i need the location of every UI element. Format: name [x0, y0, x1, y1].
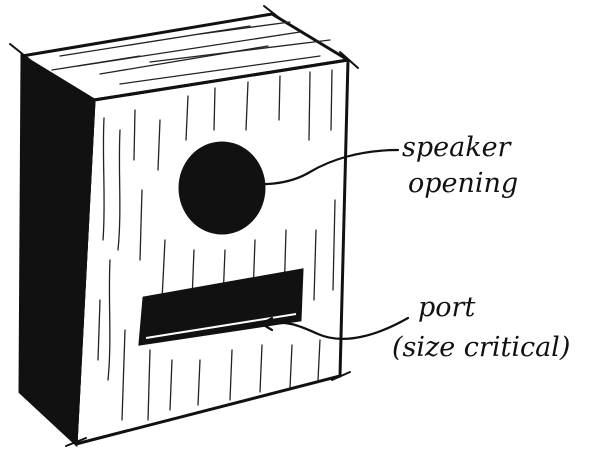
cabinet-front-panel: [74, 58, 350, 446]
port-leader: [260, 316, 410, 340]
port-label-line2: (size critical): [392, 332, 570, 363]
cabinet-side-panel: [18, 53, 96, 448]
speaker-opening-leader: [226, 148, 400, 188]
port-label: port (size critical): [392, 292, 570, 363]
port-label-line1: port: [418, 292, 475, 323]
speaker-opening-label-line2: opening: [408, 168, 518, 199]
speaker-opening-label: speaker opening: [402, 132, 518, 199]
port-slot: [138, 268, 304, 346]
speaker-opening: [178, 141, 266, 238]
speaker-opening-label-line1: speaker: [402, 132, 513, 163]
cabinet-edges: [9, 5, 359, 447]
